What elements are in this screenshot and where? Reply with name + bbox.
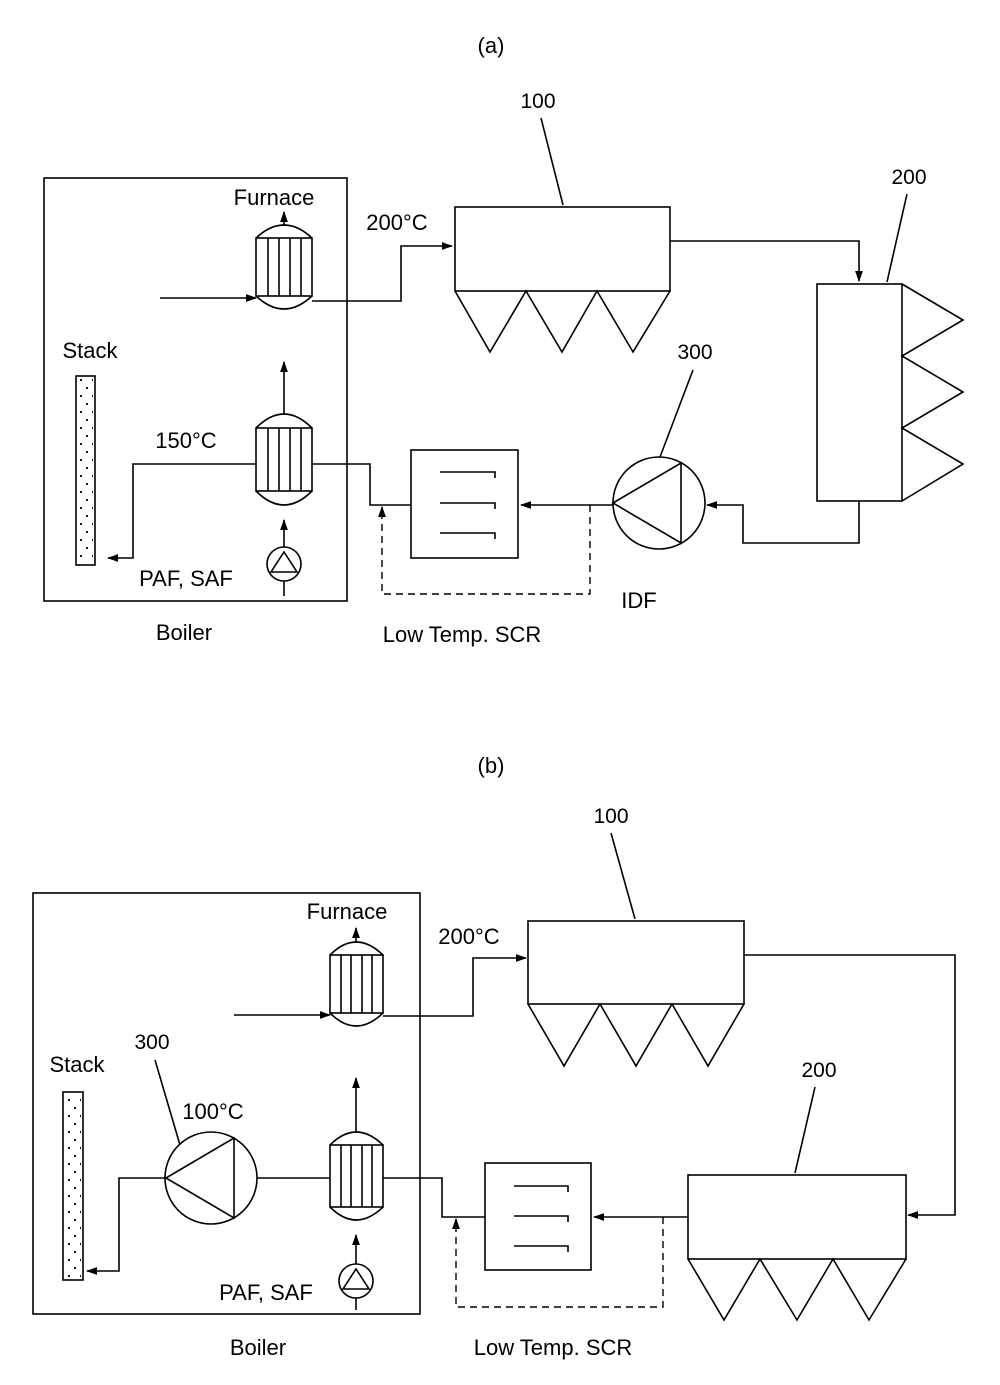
esp-100 xyxy=(455,207,670,352)
furnace-label: Furnace xyxy=(234,185,315,210)
temp-inlet-label: 200°C xyxy=(366,210,428,235)
fgd-to-idf-line xyxy=(707,501,859,543)
heater-to-esp-line xyxy=(312,246,452,301)
panel-a: (a) Boiler Furnace xyxy=(44,33,963,647)
scr-reactor-b xyxy=(485,1163,591,1270)
furnace-label-b: Furnace xyxy=(307,899,388,924)
ref-300-label-b: 300 xyxy=(134,1031,169,1054)
stack-fill-b xyxy=(65,1094,81,1278)
panel-a-label: (a) xyxy=(478,33,505,58)
paf-saf-fan-icon-b xyxy=(339,1264,373,1310)
ref-200-label: 200 xyxy=(891,166,926,189)
ref-300-label: 300 xyxy=(677,341,712,364)
stack-label-b: Stack xyxy=(49,1052,105,1077)
idf-label: IDF xyxy=(621,588,656,613)
ref-100-leader-b xyxy=(611,833,635,919)
paf-saf-fan-icon xyxy=(267,547,301,596)
lower-air-heater-b xyxy=(330,1132,383,1220)
ref-300-leader-b xyxy=(155,1060,180,1145)
heater-to-esp-line-b xyxy=(383,958,526,1016)
panel-b-label: (b) xyxy=(478,753,505,778)
panel-b: (b) Boiler Furnace xyxy=(33,753,955,1360)
stack-fill xyxy=(78,378,93,563)
temp-outlet-label: 150°C xyxy=(155,428,217,453)
scr-reactor xyxy=(411,450,518,558)
temp-inlet-label-b: 200°C xyxy=(438,924,500,949)
boiler-label-b: Boiler xyxy=(230,1335,286,1360)
esp-to-fgd-line xyxy=(670,241,859,281)
ref-300-leader xyxy=(660,370,693,457)
lower-air-heater xyxy=(256,414,312,505)
scr-to-heater-line xyxy=(312,464,411,505)
scr-label-b: Low Temp. SCR xyxy=(474,1335,633,1360)
ref-100-leader xyxy=(541,118,563,205)
idf-to-stack-line-b xyxy=(87,1178,166,1271)
temp-outlet-label-b: 100°C xyxy=(182,1099,244,1124)
esp-100-b xyxy=(528,921,744,1066)
scr-to-heater-line-b xyxy=(383,1178,485,1217)
outlet-to-stack-line xyxy=(108,464,256,558)
idf-300 xyxy=(613,457,705,549)
upper-air-heater xyxy=(256,225,312,309)
ref-100-label: 100 xyxy=(520,90,555,113)
fan-label-b: PAF, SAF xyxy=(219,1280,313,1305)
ref-200-leader-b xyxy=(795,1087,815,1173)
ref-200-leader xyxy=(887,194,907,282)
ref-100-label-b: 100 xyxy=(593,805,628,828)
scr-label: Low Temp. SCR xyxy=(383,622,542,647)
fan-label: PAF, SAF xyxy=(139,566,233,591)
stack-label: Stack xyxy=(62,338,118,363)
upper-air-heater-b xyxy=(330,942,383,1026)
idf-300-b xyxy=(165,1132,257,1224)
ref-200-label-b: 200 xyxy=(801,1059,836,1082)
boiler-label: Boiler xyxy=(156,620,212,645)
fgd-200 xyxy=(817,284,963,501)
fgd-200-b xyxy=(688,1175,906,1320)
